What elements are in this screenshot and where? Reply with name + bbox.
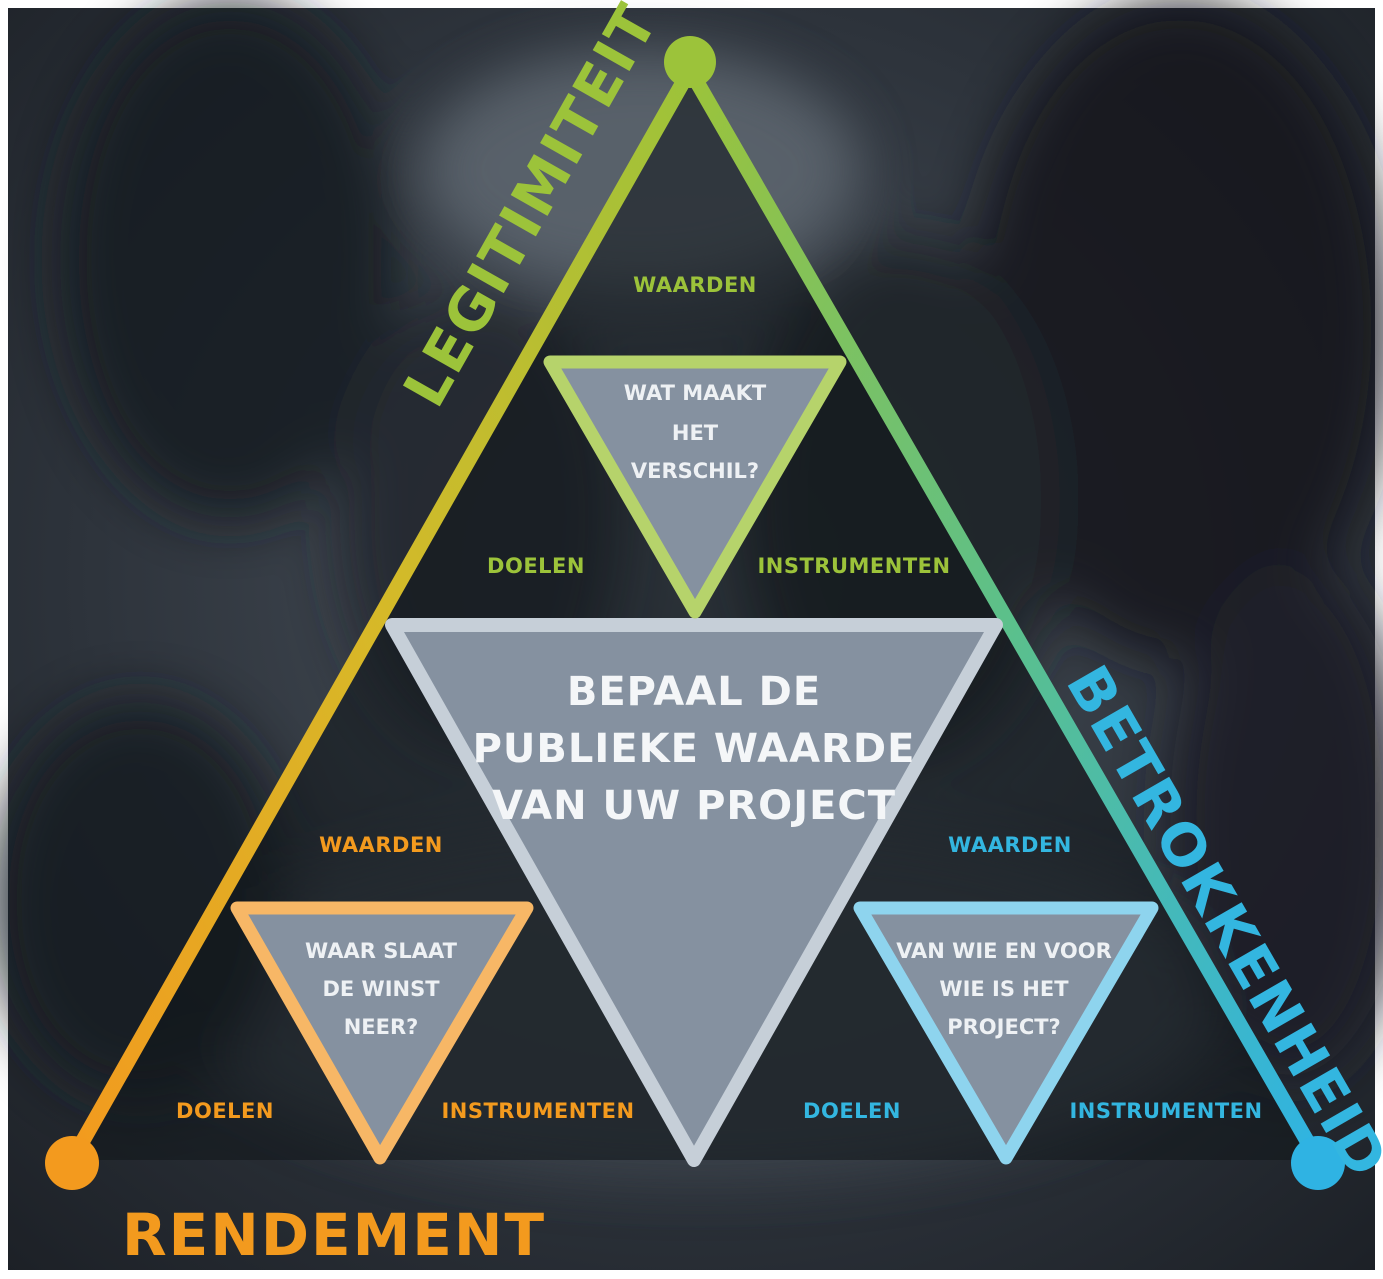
center-line-2: PUBLIEKE WAARDE xyxy=(473,726,916,772)
left-triangle xyxy=(230,901,534,1165)
left-question-line-1: WAAR SLAAT xyxy=(305,939,458,963)
top-label-waarden: WAARDEN xyxy=(633,273,757,297)
corner-dot-legitimiteit xyxy=(664,36,716,88)
center-line-1: BEPAAL DE xyxy=(567,669,821,715)
left-question: WAAR SLAAT DE WINST NEER? xyxy=(305,939,458,1039)
top-label-doelen: DOELEN xyxy=(487,554,585,578)
center-line-3: VAN UW PROJECT xyxy=(492,783,896,829)
corner-dot-rendement xyxy=(45,1136,99,1190)
left-label-waarden: WAARDEN xyxy=(319,833,443,857)
edge-legitimiteit-rendement xyxy=(64,62,698,1168)
left-question-line-2: DE WINST xyxy=(322,977,440,1001)
right-label-doelen: DOELEN xyxy=(803,1099,901,1123)
left-question-line-3: NEER? xyxy=(344,1015,419,1039)
top-question-line-3: VERSCHIL? xyxy=(631,459,759,483)
top-question-line-2: HET xyxy=(672,421,719,445)
right-label-instrumenten: INSTRUMENTEN xyxy=(1069,1099,1262,1123)
right-question: VAN WIE EN VOOR WIE IS HET PROJECT? xyxy=(896,939,1112,1039)
center-title: BEPAAL DE PUBLIEKE WAARDE VAN UW PROJECT xyxy=(473,669,916,829)
top-question-line-1: WAT MAAKT xyxy=(624,381,767,405)
top-label-instrumenten: INSTRUMENTEN xyxy=(757,554,950,578)
right-question-line-2: WIE IS HET xyxy=(939,977,1069,1001)
left-label-instrumenten: INSTRUMENTEN xyxy=(441,1099,634,1123)
right-label-waarden: WAARDEN xyxy=(948,833,1072,857)
axis-label-rendement: RENDEMENT xyxy=(122,1201,546,1269)
corner-dot-betrokkenheid xyxy=(1291,1136,1345,1190)
left-label-doelen: DOELEN xyxy=(176,1099,274,1123)
right-question-line-1: VAN WIE EN VOOR xyxy=(896,939,1112,963)
edge-legitimiteit-betrokkenheid xyxy=(682,62,1326,1168)
right-question-line-3: PROJECT? xyxy=(947,1015,1061,1039)
right-triangle xyxy=(853,901,1159,1165)
center-triangle xyxy=(385,618,1003,1167)
top-triangle xyxy=(543,355,847,619)
top-question: WAT MAAKT HET VERSCHIL? xyxy=(624,381,767,483)
